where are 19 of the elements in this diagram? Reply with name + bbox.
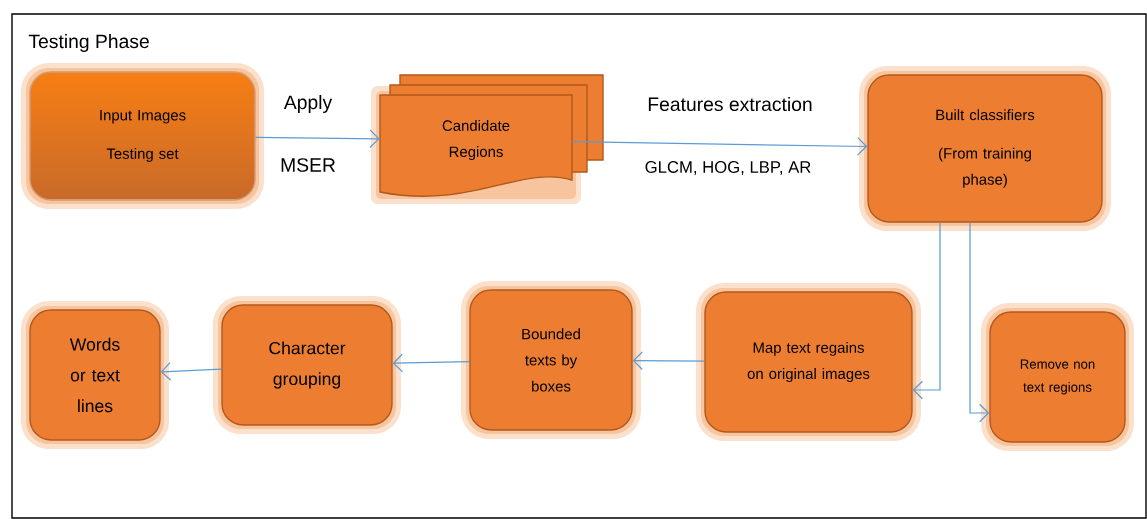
method-label: MSER [278,156,338,174]
process-box: Words or text lines [21,301,169,449]
edge-label: Features extraction [645,95,815,113]
arrow [160,362,222,381]
arrow [392,353,470,373]
arrow [912,222,941,400]
process-box: Bounded texts by boxes [461,281,641,439]
document-stack: Candidate Regions [371,74,604,204]
arrow [969,222,990,423]
arrow [632,351,705,371]
process-box: Remove non text regions [981,303,1134,451]
method-label: GLCM, HOG, LBP, AR [642,159,814,177]
process-box: Built classifiers (From training phase) [859,66,1111,231]
arrow [255,129,380,149]
edge-label: Apply [282,93,334,115]
process-box: Map text regains on original images [696,283,921,441]
arrow [571,136,868,156]
process-box: Character grouping [213,296,401,434]
process-box: Input Images Testing set [21,63,264,209]
